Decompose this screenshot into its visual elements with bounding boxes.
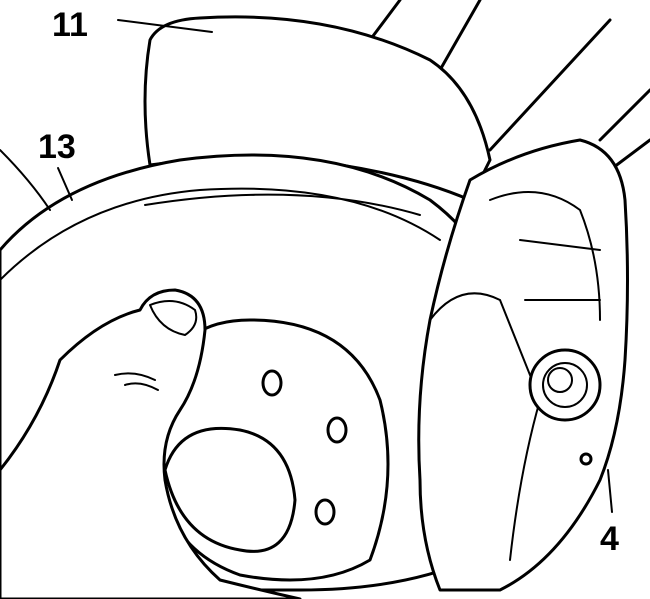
leader-line-4 xyxy=(607,469,613,513)
strut-lines xyxy=(368,0,650,172)
brake-caliper xyxy=(417,138,629,592)
caliper-detail xyxy=(429,191,601,561)
caliper-piston xyxy=(528,348,602,422)
bolt-hole xyxy=(314,498,336,526)
label-4: 4 xyxy=(600,520,619,558)
label-13: 13 xyxy=(38,128,76,166)
label-11: 11 xyxy=(52,6,88,44)
leader-line-13 xyxy=(57,167,73,201)
thumbnail xyxy=(114,300,198,391)
leader-line-11 xyxy=(117,19,213,33)
bolt-hole xyxy=(261,369,283,397)
hub-center xyxy=(163,426,297,553)
piston-ring xyxy=(547,367,573,393)
disc-rim xyxy=(0,149,441,281)
hand-thumb xyxy=(0,288,302,599)
piston-ring xyxy=(542,362,588,408)
caliper-bolt xyxy=(579,452,593,466)
bolt-hole xyxy=(326,416,348,444)
